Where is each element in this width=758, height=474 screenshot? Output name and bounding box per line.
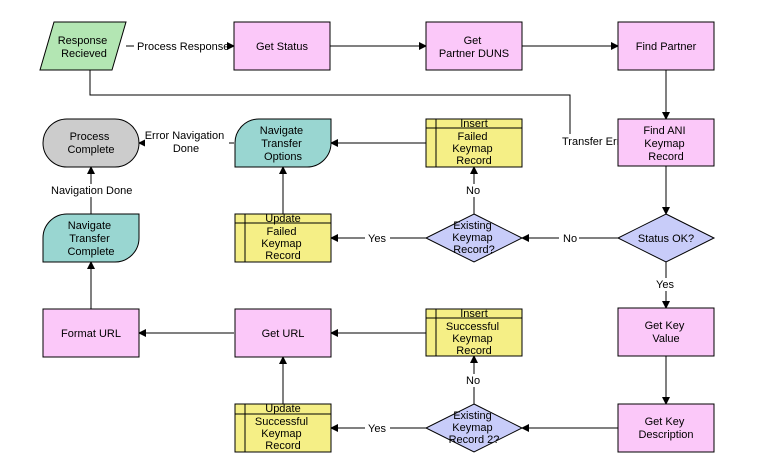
navigate-transfer-options-label: Navigate Transfer Options	[260, 125, 306, 163]
get-key-value-label: Get Key Value	[645, 320, 688, 345]
get-url-label: Get URL	[262, 328, 305, 340]
node-format-url[interactable]: Format URL	[42, 308, 140, 358]
label-existing-no: No	[466, 185, 480, 197]
update-failed-label: Failed Keymap Record	[261, 226, 304, 262]
response-recieved-shape	[39, 21, 127, 71]
navigate-transfer-complete-label: Navigate Transfer Complete	[67, 220, 114, 258]
node-insert-failed-keymap[interactable]: Insert Failed Keymap Record	[425, 118, 523, 168]
node-update-successful-keymap[interactable]: Update Successful Keymap Record	[234, 403, 332, 453]
node-get-status[interactable]: Get Status	[233, 21, 331, 71]
label-navigation-done: Navigation Done	[51, 185, 132, 197]
label-process-response: Process Response	[137, 41, 229, 53]
existing-keymap-label: Existing Keymap Record?	[452, 220, 495, 256]
node-insert-successful-keymap[interactable]: Insert Successful Keymap Record	[425, 308, 523, 357]
insert-successful-title: Insert	[460, 308, 488, 320]
update-failed-title: Update	[265, 213, 300, 225]
label-status-no: No	[563, 233, 577, 245]
node-process-complete[interactable]: Process Complete	[42, 118, 140, 168]
node-navigate-transfer-complete[interactable]: Navigate Transfer Complete	[42, 213, 140, 263]
node-get-url[interactable]: Get URL	[234, 308, 332, 358]
insert-failed-title: Insert	[460, 118, 488, 130]
get-key-description-label: Get Key Description	[638, 416, 693, 441]
process-complete-label: Process Complete	[67, 131, 114, 156]
get-partner-duns-label: Get Partner DUNS	[439, 35, 509, 60]
node-existing-keymap-2[interactable]: Existing Keymap Record 2?	[424, 403, 524, 453]
update-successful-title: Update	[265, 403, 300, 415]
node-update-failed-keymap[interactable]: Update Failed Keymap Record	[234, 213, 332, 263]
existing-keymap-2-label: Existing Keymap Record 2?	[449, 410, 500, 446]
edge-labels: Process Response Transfer Error No Yes Y…	[48, 39, 678, 435]
node-get-partner-duns[interactable]: Get Partner DUNS	[425, 21, 523, 71]
label-existing-2-no: No	[466, 375, 480, 387]
node-find-ani-keymap[interactable]: Find ANI Keymap Record	[617, 118, 715, 167]
find-partner-label: Find Partner	[636, 41, 697, 53]
find-ani-keymap-label: Find ANI Keymap Record	[643, 125, 688, 163]
insert-failed-label: Failed Keymap Record	[452, 131, 495, 167]
label-error-navigation-done: Error Navigation Done	[145, 130, 228, 155]
node-response-recieved[interactable]: Response Recieved	[39, 21, 127, 71]
update-successful-label: Successful Keymap Record	[255, 416, 311, 452]
node-existing-keymap[interactable]: Existing Keymap Record?	[424, 213, 524, 263]
node-find-partner[interactable]: Find Partner	[617, 21, 715, 71]
node-get-key-value[interactable]: Get Key Value	[617, 307, 715, 357]
status-ok-label: Status OK?	[638, 233, 694, 245]
node-navigate-transfer-options[interactable]: Navigate Transfer Options	[234, 118, 332, 168]
get-status-label: Get Status	[256, 41, 308, 53]
label-existing-2-yes: Yes	[368, 423, 386, 435]
label-status-yes: Yes	[656, 279, 674, 291]
label-existing-yes: Yes	[368, 233, 386, 245]
insert-successful-label: Successful Keymap Record	[446, 321, 502, 357]
node-status-ok[interactable]: Status OK?	[616, 213, 716, 263]
response-recieved-label: Response Recieved	[58, 35, 111, 60]
label-transfer-error: Transfer Error	[562, 136, 630, 148]
node-get-key-description[interactable]: Get Key Description	[617, 403, 715, 453]
format-url-label: Format URL	[61, 328, 121, 340]
